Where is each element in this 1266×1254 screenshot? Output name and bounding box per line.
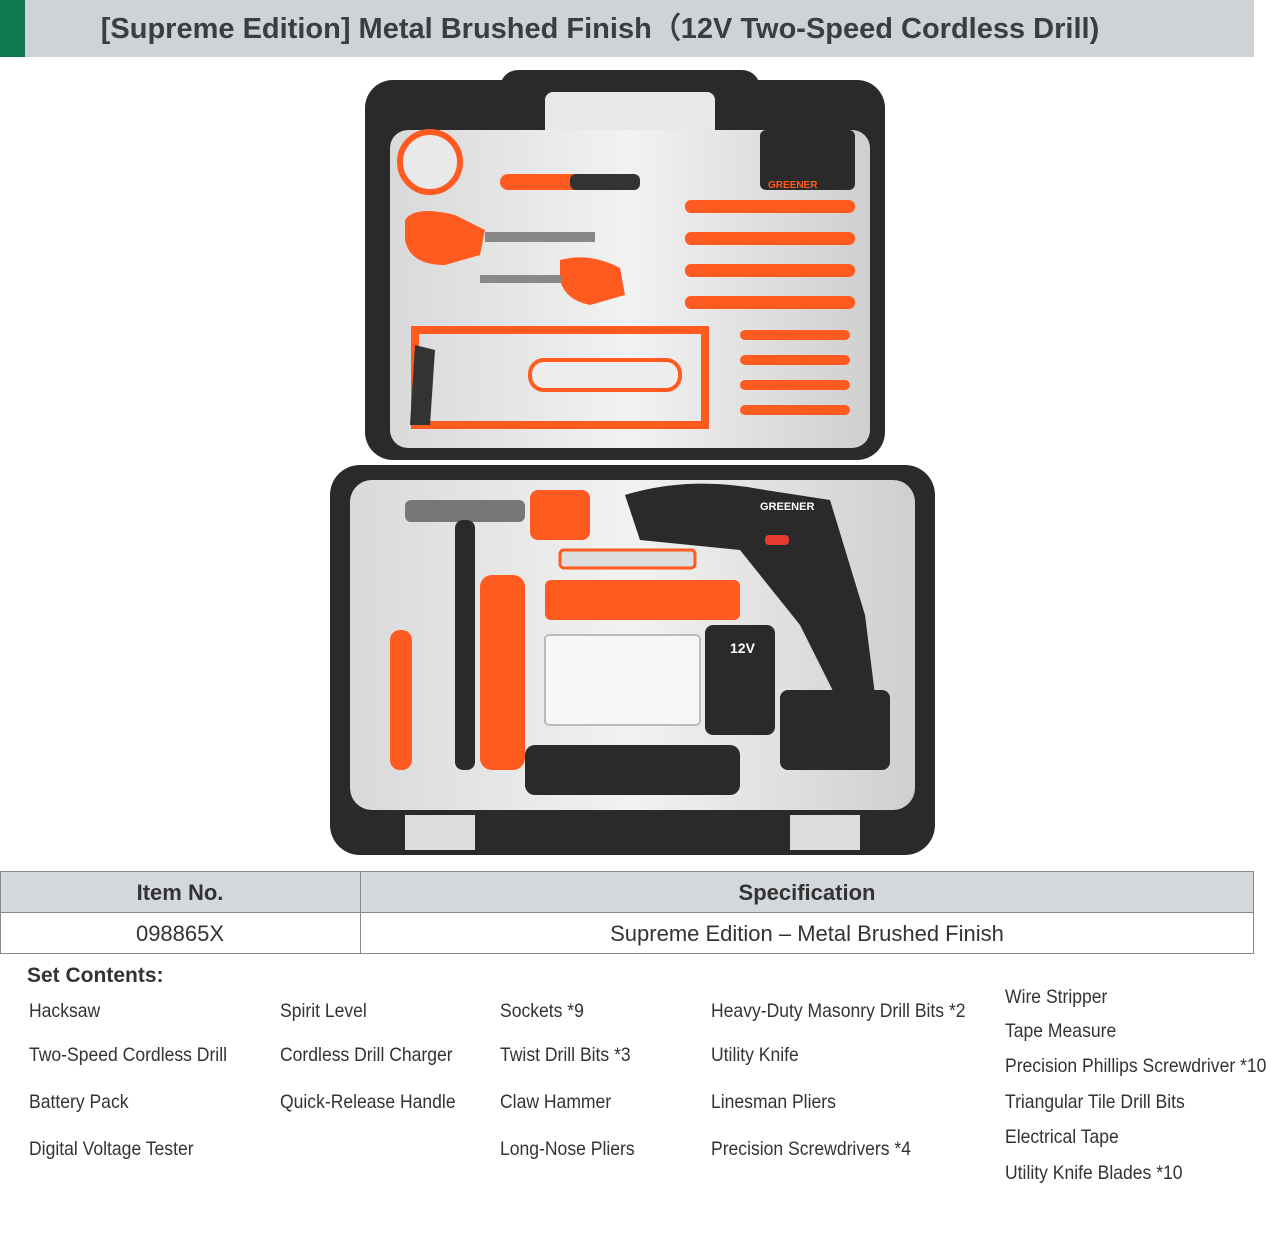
list-item: Tape Measure [1005,1020,1117,1042]
page-title: [Supreme Edition] Metal Brushed Finish（1… [100,13,1100,45]
toolkit-product-image: 12V GREENER GREENER [320,70,940,860]
list-item: Utility Knife Blades *10 [1005,1162,1183,1184]
set-contents: Set Contents: Hacksaw Two-Speed Cordless… [0,954,1266,1254]
list-item: Utility Knife [711,1044,799,1066]
list-item: Claw Hammer [500,1091,612,1113]
list-item: Triangular Tile Drill Bits [1005,1091,1185,1113]
list-item: Wire Stripper [1005,986,1108,1008]
list-item: Battery Pack [29,1091,129,1113]
list-item: Electrical Tape [1005,1126,1119,1148]
list-item: Linesman Pliers [711,1091,836,1113]
list-item: Digital Voltage Tester [29,1138,194,1160]
list-item: Sockets *9 [500,1000,584,1022]
banner-accent-bar [0,0,25,57]
table-rule [360,871,361,954]
table-rule [0,871,1254,872]
list-item: Precision Phillips Screwdriver *10 [1005,1055,1266,1077]
list-item: Heavy-Duty Masonry Drill Bits *2 [711,1000,966,1022]
title-banner: [Supreme Edition] Metal Brushed Finish（1… [0,0,1254,57]
drill-logo: GREENER [760,501,814,513]
header-specification: Specification [360,871,1254,913]
list-item: Two-Speed Cordless Drill [29,1044,227,1066]
spec-table: Item No. Specification 098865X Supreme E… [0,871,1254,954]
base-tools [390,483,890,770]
bit-case-logo: GREENER [768,180,818,191]
table-rule [0,953,1254,954]
value-specification: Supreme Edition – Metal Brushed Finish [360,913,1254,954]
table-rule [0,871,1,954]
list-item: Precision Screwdrivers *4 [711,1138,911,1160]
list-item: Long-Nose Pliers [500,1138,635,1160]
header-item-no: Item No. [0,871,360,913]
table-rule [1253,871,1254,954]
list-item: Twist Drill Bits *3 [500,1044,631,1066]
value-item-no: 098865X [0,913,360,954]
toolkit-case-illustration: 12V GREENER GREENER [330,70,935,855]
lid-tools [397,129,855,429]
list-item: Spirit Level [280,1000,367,1022]
set-contents-title: Set Contents: [27,964,164,987]
list-item: Quick-Release Handle [280,1091,456,1113]
table-rule [0,912,1254,913]
list-item: Hacksaw [29,1000,101,1022]
battery-label: 12V [730,640,756,656]
list-item: Cordless Drill Charger [280,1044,453,1066]
